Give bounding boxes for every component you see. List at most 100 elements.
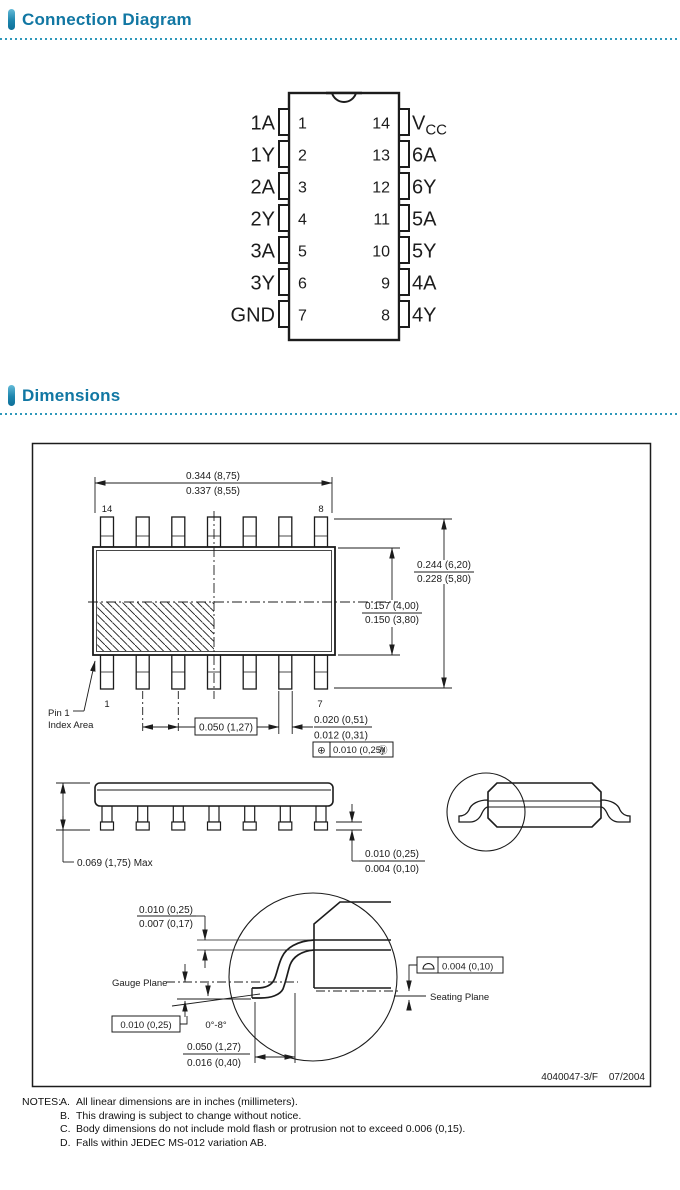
pin-number: 11 xyxy=(373,212,390,229)
pin-name: 1A xyxy=(251,113,276,135)
lead-number: 8 xyxy=(318,504,323,515)
pin-name: 1Y xyxy=(251,145,275,167)
pin-labels-left: 1 2 3 4 5 6 7 1A 1Y 2A 2Y 3A 3Y GND xyxy=(231,113,307,327)
note-item: C. Body dimensions do not include mold f… xyxy=(60,1123,662,1137)
dim-label: 0.069 (1,75) Max xyxy=(77,858,153,869)
note-letter: D. xyxy=(60,1136,71,1149)
notes-block: NOTES: A. All linear dimensions are in i… xyxy=(22,1096,662,1150)
dim-body-width xyxy=(338,547,422,656)
pin-name: 3Y xyxy=(251,273,275,295)
dotted-divider xyxy=(0,413,680,415)
pin-name-vcc: VCC xyxy=(412,113,447,139)
position-icon: ⊕ xyxy=(317,746,325,757)
detail-circle xyxy=(228,892,398,1062)
dotted-divider xyxy=(0,38,680,40)
detail-callout-circle xyxy=(446,772,526,852)
pin-name: 2A xyxy=(251,177,276,199)
package-drawing: 14 8 1 7 0.344 (8,75) 0.337 (8,55) 0.244… xyxy=(31,442,652,1088)
dim-label: 0.337 (8,55) xyxy=(186,486,240,497)
dim-foot-length xyxy=(183,993,296,1063)
seating-plane-group xyxy=(316,956,504,1011)
dim-label: 0.007 (0,17) xyxy=(139,919,193,930)
notes-heading: NOTES: xyxy=(22,1096,62,1108)
seating-plane-label: Seating Plane xyxy=(430,992,489,1003)
doc-date: 07/2004 xyxy=(609,1072,646,1083)
mmc-icon: Ⓜ xyxy=(378,746,388,757)
dim-standoff xyxy=(336,804,425,862)
position-tolerance-frame xyxy=(312,741,394,758)
doc-number: 4040047-3/F xyxy=(541,1072,598,1083)
pin-name: 6Y xyxy=(412,177,436,199)
pin1-label: Index Area xyxy=(48,720,94,731)
dim-label: 0.004 (0,10) xyxy=(442,962,493,973)
section-bullet-icon xyxy=(8,385,15,406)
ic-outline xyxy=(278,91,410,342)
dim-label: 0.016 (0,40) xyxy=(187,1058,241,1069)
pin1-label: Pin 1 xyxy=(48,708,70,719)
dim-label: 0.228 (5,80) xyxy=(417,574,471,585)
dim-label: 0.012 (0,31) xyxy=(314,731,368,742)
angle-label: 0°-8° xyxy=(205,1020,227,1031)
section-title: Connection Diagram xyxy=(22,9,192,29)
pin-number: 14 xyxy=(372,116,390,133)
dim-lead-thickness xyxy=(137,915,208,968)
dim-label: 0.050 (1,27) xyxy=(199,723,253,734)
pin-number: 8 xyxy=(381,308,390,325)
lead-number: 14 xyxy=(102,504,113,515)
dim-pitch xyxy=(142,717,258,736)
flatness-icon xyxy=(422,963,435,970)
lead-curve xyxy=(251,939,315,999)
pin-number: 10 xyxy=(372,244,390,261)
pin-number: 2 xyxy=(298,148,307,165)
gauge-plane-label: Gauge Plane xyxy=(112,978,167,989)
section-header-connection: Connection Diagram xyxy=(0,9,192,30)
dim-label: 0.010 (0,25) xyxy=(365,849,419,860)
gullwing-lead xyxy=(600,799,631,823)
pin-name: 5A xyxy=(412,209,437,231)
pin-name: 6A xyxy=(412,145,437,167)
pin-number: 12 xyxy=(372,180,390,197)
gullwing-lead xyxy=(458,799,489,823)
dim-label: 0.010 (0,25) xyxy=(333,745,384,756)
package-body-side xyxy=(94,782,334,807)
note-text: This drawing is subject to change withou… xyxy=(76,1109,302,1122)
lead-detail-view xyxy=(111,892,504,1063)
pin-number: 5 xyxy=(298,244,307,261)
note-letter: B. xyxy=(60,1109,70,1122)
pinout-diagram: 1 2 3 4 5 6 7 1A 1Y 2A 2Y 3A 3Y GND 14 1… xyxy=(231,91,447,342)
pin-number: 1 xyxy=(298,116,307,133)
dim-label: 0.010 (0,25) xyxy=(120,1020,171,1031)
pin-number: 13 xyxy=(372,148,390,165)
dim-lead-width xyxy=(257,691,372,734)
dim-label: 0.344 (8,75) xyxy=(186,471,240,482)
pin-number: 7 xyxy=(298,308,307,325)
note-text: All linear dimensions are in inches (mil… xyxy=(76,1096,298,1108)
pin-name: 4A xyxy=(412,273,437,295)
dim-label: 0.157 (4,00) xyxy=(365,601,419,612)
side-view xyxy=(56,782,425,863)
pin-number: 4 xyxy=(298,212,307,229)
dim-label: 0.004 (0,10) xyxy=(365,864,419,875)
top-view xyxy=(73,477,474,758)
pin1-index-hatch xyxy=(97,602,214,651)
pin-name: 3A xyxy=(251,241,276,263)
dim-label: 0.010 (0,25) xyxy=(139,905,193,916)
section-title: Dimensions xyxy=(22,385,121,405)
dim-label: 0.020 (0,51) xyxy=(314,715,368,726)
dim-label: 0.050 (1,27) xyxy=(187,1042,241,1053)
note-letter: C. xyxy=(60,1123,71,1136)
pin1-leader xyxy=(73,660,96,712)
note-text: Falls within JEDEC MS-012 variation AB. xyxy=(76,1136,267,1149)
drawing-border xyxy=(31,442,652,1088)
note-letter: A. xyxy=(60,1096,70,1108)
pin-number: 3 xyxy=(298,180,307,197)
dim-height xyxy=(56,782,90,863)
section-header-dimensions: Dimensions xyxy=(0,385,120,406)
end-view xyxy=(446,772,631,852)
pin-number: 6 xyxy=(298,276,307,293)
note-item: B. This drawing is subject to change wit… xyxy=(60,1110,662,1124)
dim-label: 0.150 (3,80) xyxy=(365,615,419,626)
package-body-end xyxy=(487,782,602,828)
lead-number: 1 xyxy=(104,699,109,710)
body-edge xyxy=(313,901,391,989)
